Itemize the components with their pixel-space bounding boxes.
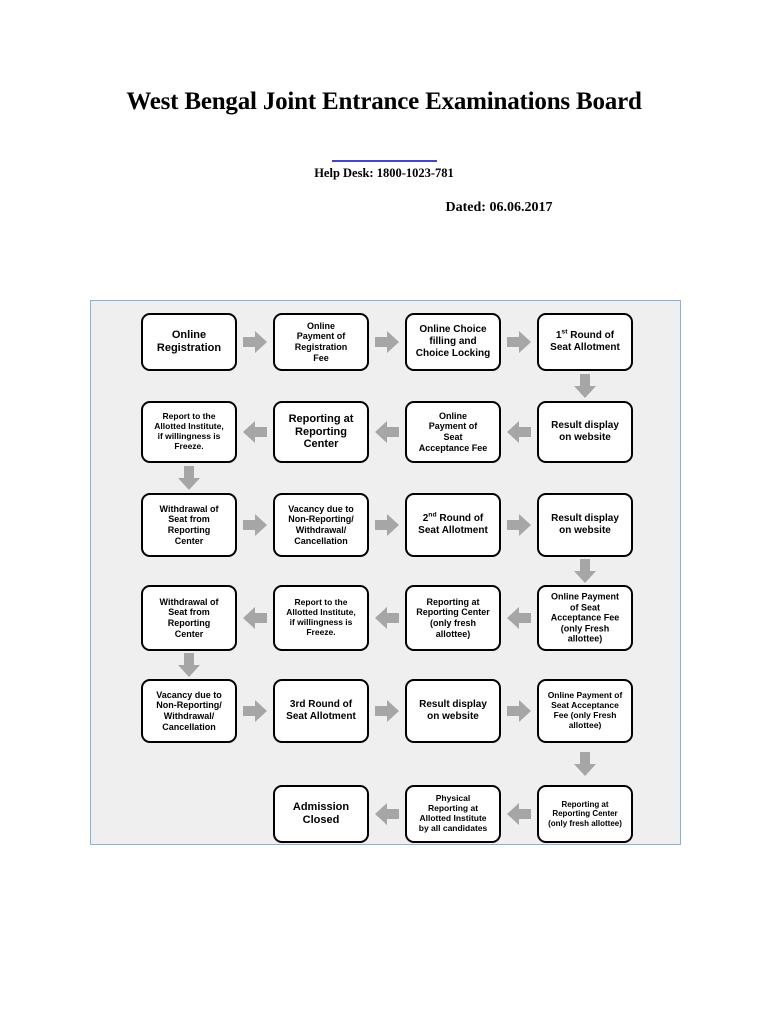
arrow-right-icon	[242, 513, 268, 537]
dated-text: Dated: 06.06.2017	[445, 200, 553, 215]
help-desk-underline	[331, 160, 437, 162]
arrow-right-icon	[374, 513, 400, 537]
arrow-down-icon	[177, 652, 201, 678]
arrow-left-icon	[506, 606, 532, 630]
arrow-left-icon	[506, 420, 532, 444]
arrow-left-icon	[374, 420, 400, 444]
help-desk-block: Help Desk: 1800-1023-781	[0, 160, 768, 181]
arrow-right-icon	[374, 330, 400, 354]
arrow-left-icon	[242, 606, 268, 630]
arrow-down-icon	[573, 373, 597, 399]
arrow-down-icon	[573, 751, 597, 777]
arrow-left-icon	[374, 606, 400, 630]
arrow-down-icon	[177, 465, 201, 491]
help-desk-text: Help Desk: 1800-1023-781	[314, 166, 454, 180]
arrow-right-icon	[374, 699, 400, 723]
arrow-left-icon	[242, 420, 268, 444]
arrow-left-icon	[374, 802, 400, 826]
arrow-down-icon	[573, 558, 597, 584]
arrow-right-icon	[506, 513, 532, 537]
arrow-right-icon	[506, 699, 532, 723]
arrow-right-icon	[506, 330, 532, 354]
arrow-right-icon	[242, 699, 268, 723]
arrow-left-icon	[506, 802, 532, 826]
arrow-right-icon	[242, 330, 268, 354]
page-title: West Bengal Joint Entrance Examinations …	[126, 88, 642, 115]
